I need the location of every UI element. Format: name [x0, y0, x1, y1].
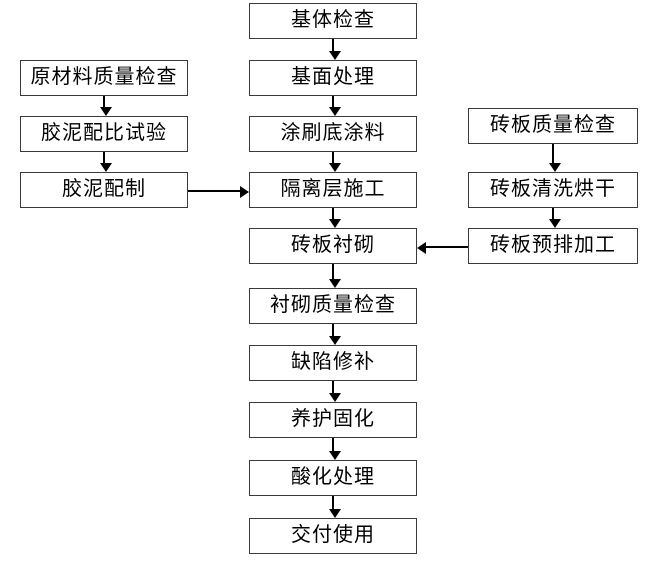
- flow-node-l2: 胶泥配比试验: [20, 116, 188, 152]
- flow-node-n8: 养护固化: [249, 402, 417, 438]
- flow-node-label: 砖板预排加工: [490, 234, 616, 256]
- flow-node-label: 原材料质量检查: [30, 66, 178, 88]
- flow-node-label: 养护固化: [291, 408, 375, 430]
- flow-connector-l2-to-l3: [100, 152, 112, 172]
- flow-node-label: 隔离层施工: [280, 178, 386, 200]
- flow-node-label: 涂刷底涂料: [280, 122, 386, 144]
- flow-connector-n3-to-n4: [329, 152, 341, 172]
- flow-connector-n4-to-n5: [329, 208, 341, 228]
- flow-node-label: 砖板衬砌: [291, 234, 375, 256]
- flow-connector-l3-to-n4: [188, 186, 249, 198]
- flow-node-n1: 基体检查: [249, 3, 417, 39]
- flow-connector-n5-to-n6: [329, 264, 341, 288]
- flow-connector-n6-to-n7: [329, 324, 341, 345]
- flow-node-label: 交付使用: [291, 524, 375, 546]
- flow-connector-n8-to-n9: [329, 438, 341, 460]
- flow-node-label: 基体检查: [291, 9, 375, 31]
- flow-node-n9: 酸化处理: [249, 460, 417, 496]
- flow-node-label: 酸化处理: [291, 466, 375, 488]
- flow-node-n6: 衬砌质量检查: [249, 288, 417, 324]
- flow-node-label: 基面处理: [291, 66, 375, 88]
- flow-node-n4: 隔离层施工: [249, 172, 417, 208]
- flow-node-label: 衬砌质量检查: [270, 294, 396, 316]
- flow-node-n2: 基面处理: [249, 60, 417, 96]
- flow-node-l3: 胶泥配制: [20, 172, 188, 208]
- flow-node-label: 胶泥配制: [62, 178, 146, 200]
- flow-connector-l1-to-l2: [100, 96, 112, 116]
- flow-node-l1: 原材料质量检查: [20, 60, 188, 96]
- flow-connector-r3-to-n5: [417, 242, 468, 254]
- flow-connector-n7-to-n8: [329, 381, 341, 402]
- flow-connector-n1-to-n2: [329, 39, 341, 60]
- flow-node-n5: 砖板衬砌: [249, 228, 417, 264]
- flow-node-label: 胶泥配比试验: [41, 122, 167, 144]
- flow-connector-r1-to-r2: [549, 144, 561, 172]
- flow-connector-n2-to-n3: [329, 96, 341, 116]
- flow-node-r3: 砖板预排加工: [468, 228, 638, 264]
- flow-connector-n9-to-n10: [329, 496, 341, 518]
- flow-node-n7: 缺陷修补: [249, 345, 417, 381]
- flow-node-label: 砖板质量检查: [490, 114, 616, 136]
- flow-node-r2: 砖板清洗烘干: [468, 172, 638, 208]
- flow-connector-r2-to-r3: [549, 208, 561, 228]
- flow-node-n10: 交付使用: [249, 518, 417, 554]
- flow-node-label: 砖板清洗烘干: [490, 178, 616, 200]
- flow-node-r1: 砖板质量检查: [468, 108, 638, 144]
- flow-node-label: 缺陷修补: [291, 351, 375, 373]
- flow-node-n3: 涂刷底涂料: [249, 116, 417, 152]
